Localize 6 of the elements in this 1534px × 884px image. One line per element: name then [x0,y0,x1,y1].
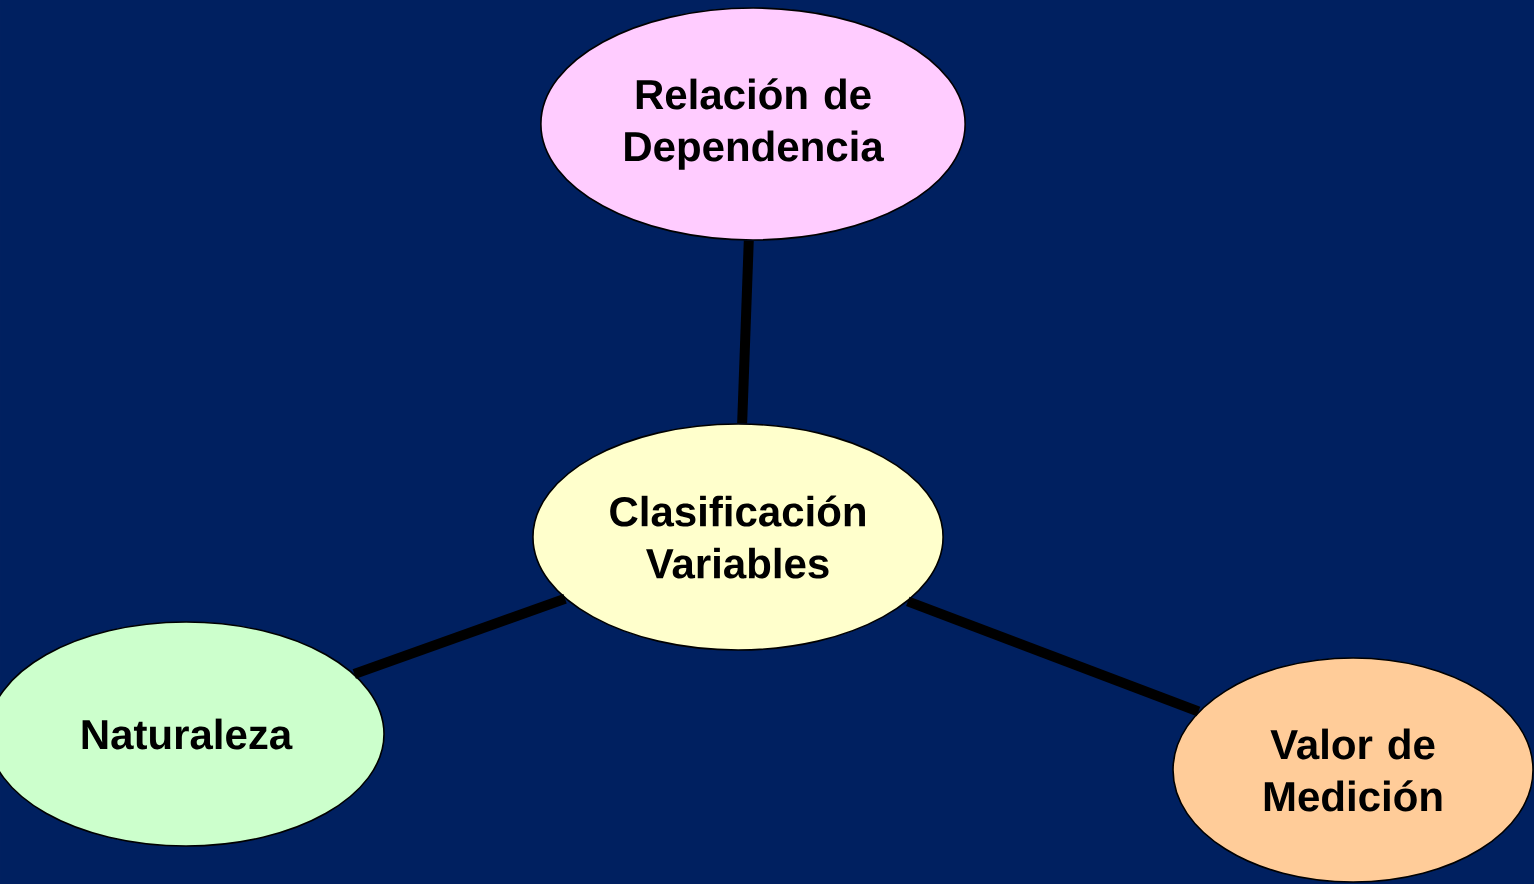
connector-line [737,240,754,424]
ellipse-node: Clasificación Variables [532,423,944,651]
connector-line [906,596,1201,717]
connector-line [352,594,567,679]
ellipse-node: Valor de Medición [1172,657,1534,883]
ellipse-node: Relación de Dependencia [540,7,966,241]
